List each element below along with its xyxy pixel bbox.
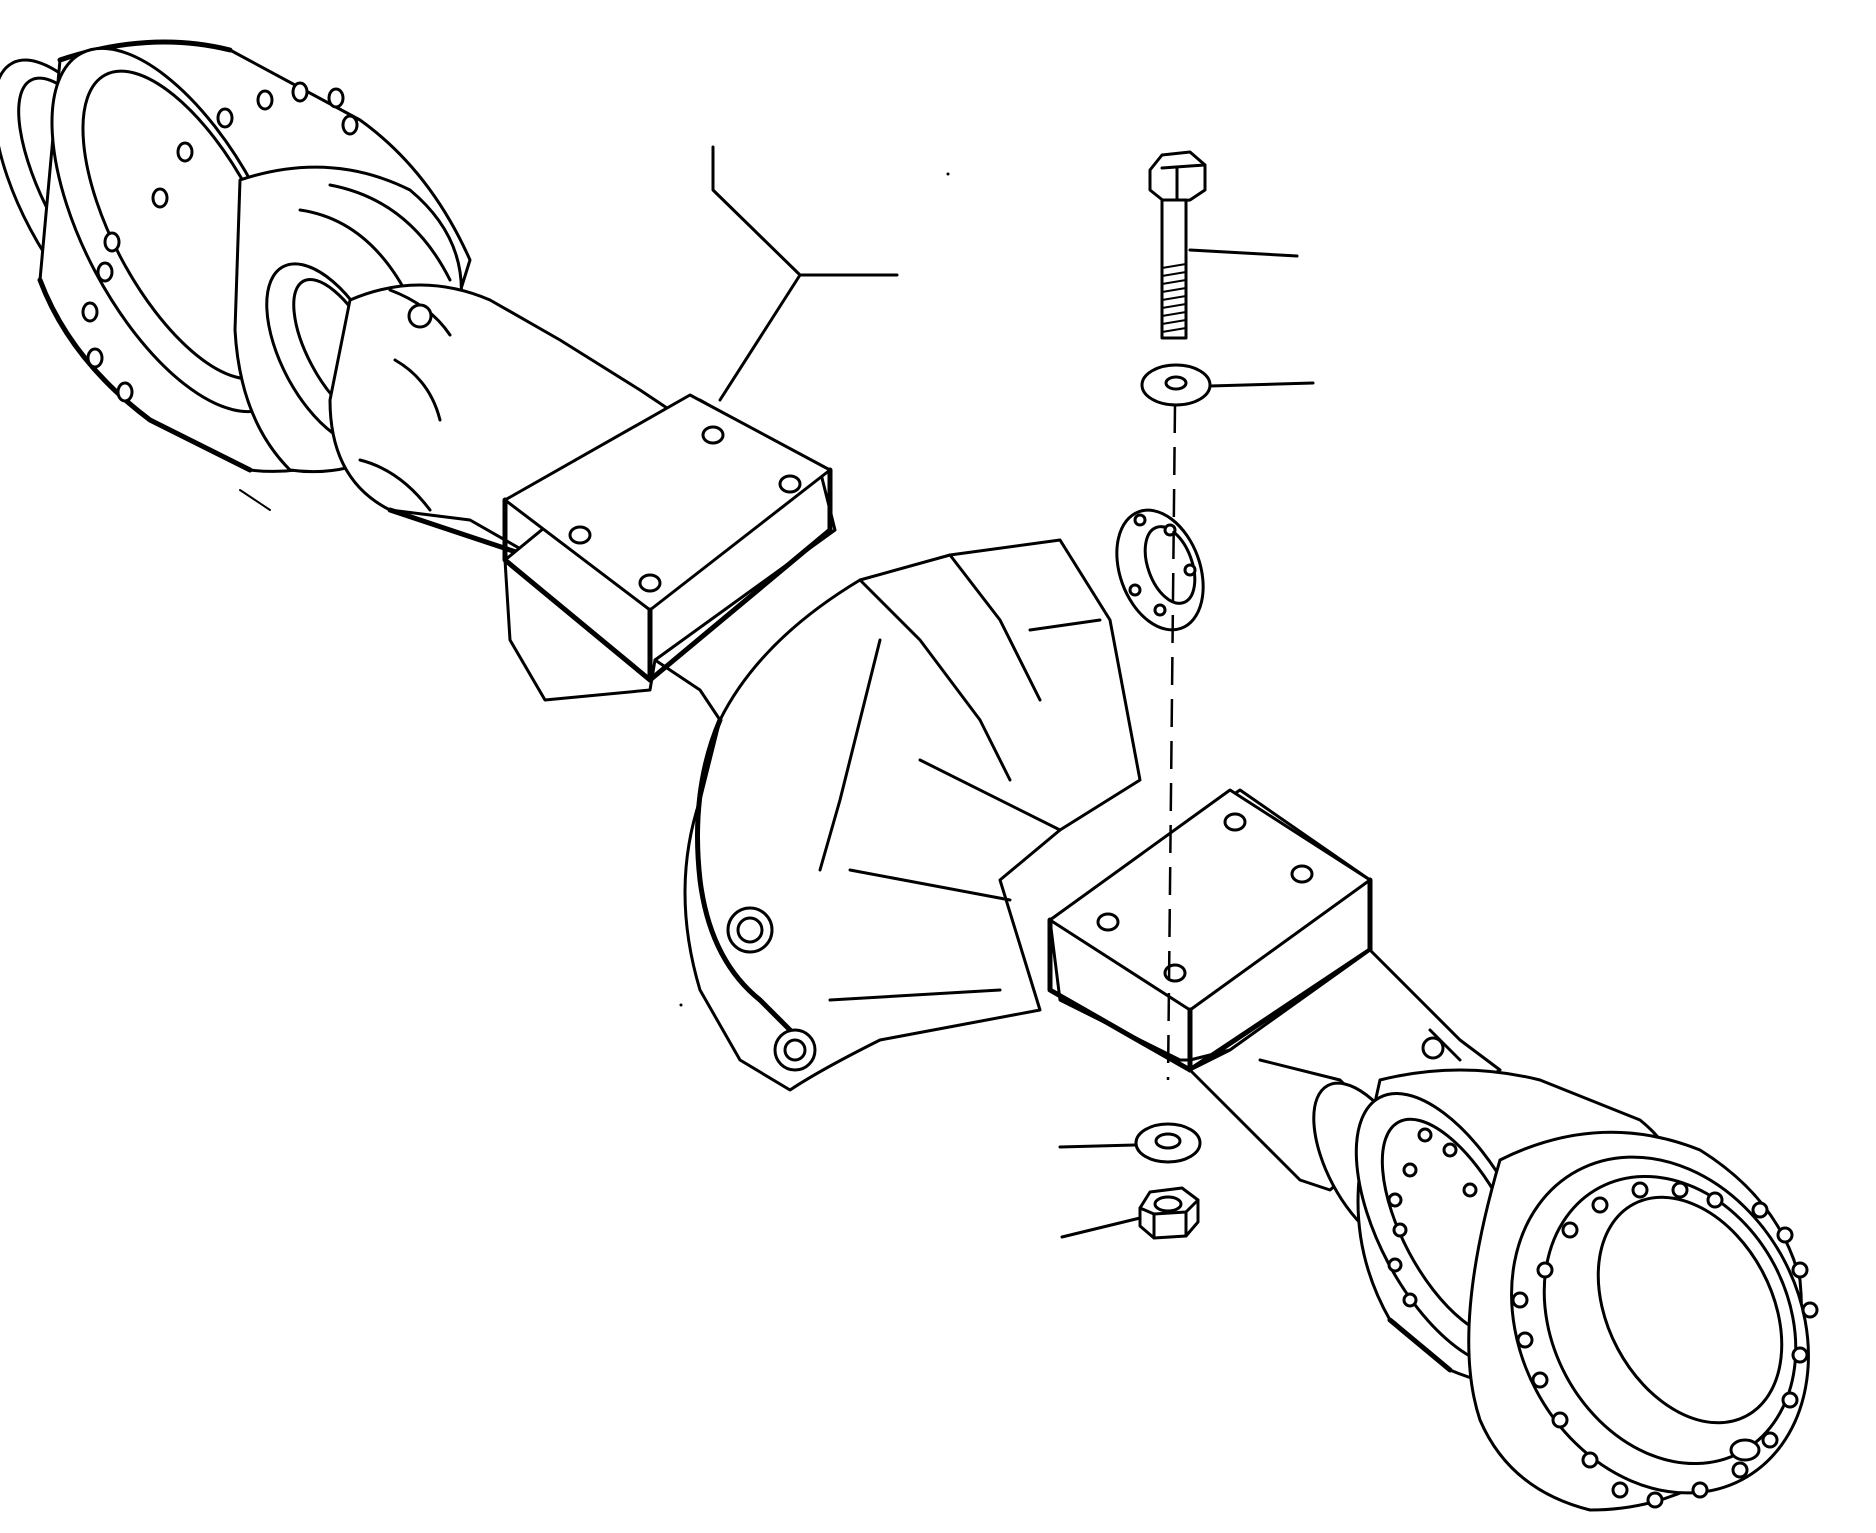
hub-drain-plug-icon [1729,1438,1761,1462]
leader-bolt [1188,248,1299,258]
right-wheel-hub [1312,1068,1819,1512]
flat-washer-top [1140,363,1212,407]
leader-flat-washer-bottom [1058,1143,1137,1149]
grease-fitting-icon [407,303,433,329]
differential-housing [683,508,1205,1092]
leader-hex-nut [1060,1216,1142,1239]
right-mounting-pad [1047,788,1373,1073]
right-hub-flange-holes [1387,1127,1478,1308]
drain-plug-icon [726,906,774,954]
hex-nut [1138,1186,1200,1240]
fill-plug-icon [773,1028,817,1072]
grease-fitting-right-icon [1421,1036,1445,1060]
bolt [1148,150,1207,340]
callout-leaders [711,145,1315,1239]
leader-flat-washer-top [1208,381,1315,388]
flat-washer-bottom [1134,1122,1202,1164]
leader-axle-housing [711,145,899,402]
assembly-center-line [1166,404,1177,1081]
right-hub-rim-holes [1511,1181,1819,1509]
left-hub-bolt-holes [81,81,359,403]
left-mounting-pad [502,393,837,762]
